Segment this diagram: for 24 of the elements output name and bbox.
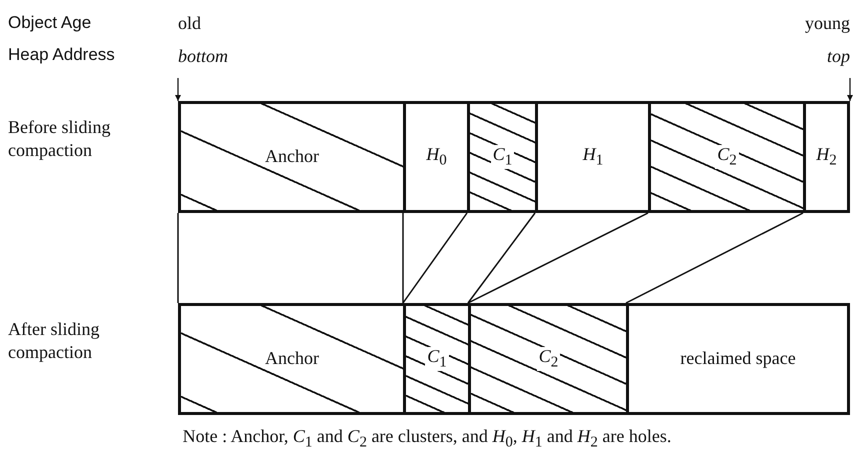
address-label: bottom	[178, 46, 228, 72]
block-label: C$_{1}$	[425, 346, 449, 372]
block-label: C$_{2}$	[536, 346, 560, 372]
cluster-block	[468, 306, 626, 412]
axis-title: Heap Address	[8, 44, 115, 66]
block-label: reclaimed space	[678, 349, 798, 369]
cluster-block	[467, 104, 535, 210]
memory-bar	[178, 101, 850, 213]
row-label: Before sliding compaction	[8, 116, 112, 162]
address-label: top	[826, 46, 850, 72]
cluster-block	[648, 104, 803, 210]
row-label: After sliding compaction	[8, 318, 100, 364]
block-label: C$_{1}$	[490, 144, 514, 170]
arrow	[847, 78, 853, 101]
arrow	[175, 78, 181, 101]
block-label: C$_{2}$	[715, 144, 739, 170]
cluster-block	[181, 306, 403, 412]
axis-title: Object Age	[8, 12, 92, 34]
memory-bar	[178, 303, 850, 415]
note-caption: Note : Anchor, C$_{1}$ and C$_{2}$ are clusters, and H$_{0}$, H$_{1}$ and H$_{2}$ are holes.	[182, 426, 672, 452]
cluster-block	[181, 104, 403, 210]
axis-end-label: young	[805, 12, 850, 35]
cluster-block	[403, 306, 468, 412]
axis-end-label: old	[178, 12, 202, 35]
